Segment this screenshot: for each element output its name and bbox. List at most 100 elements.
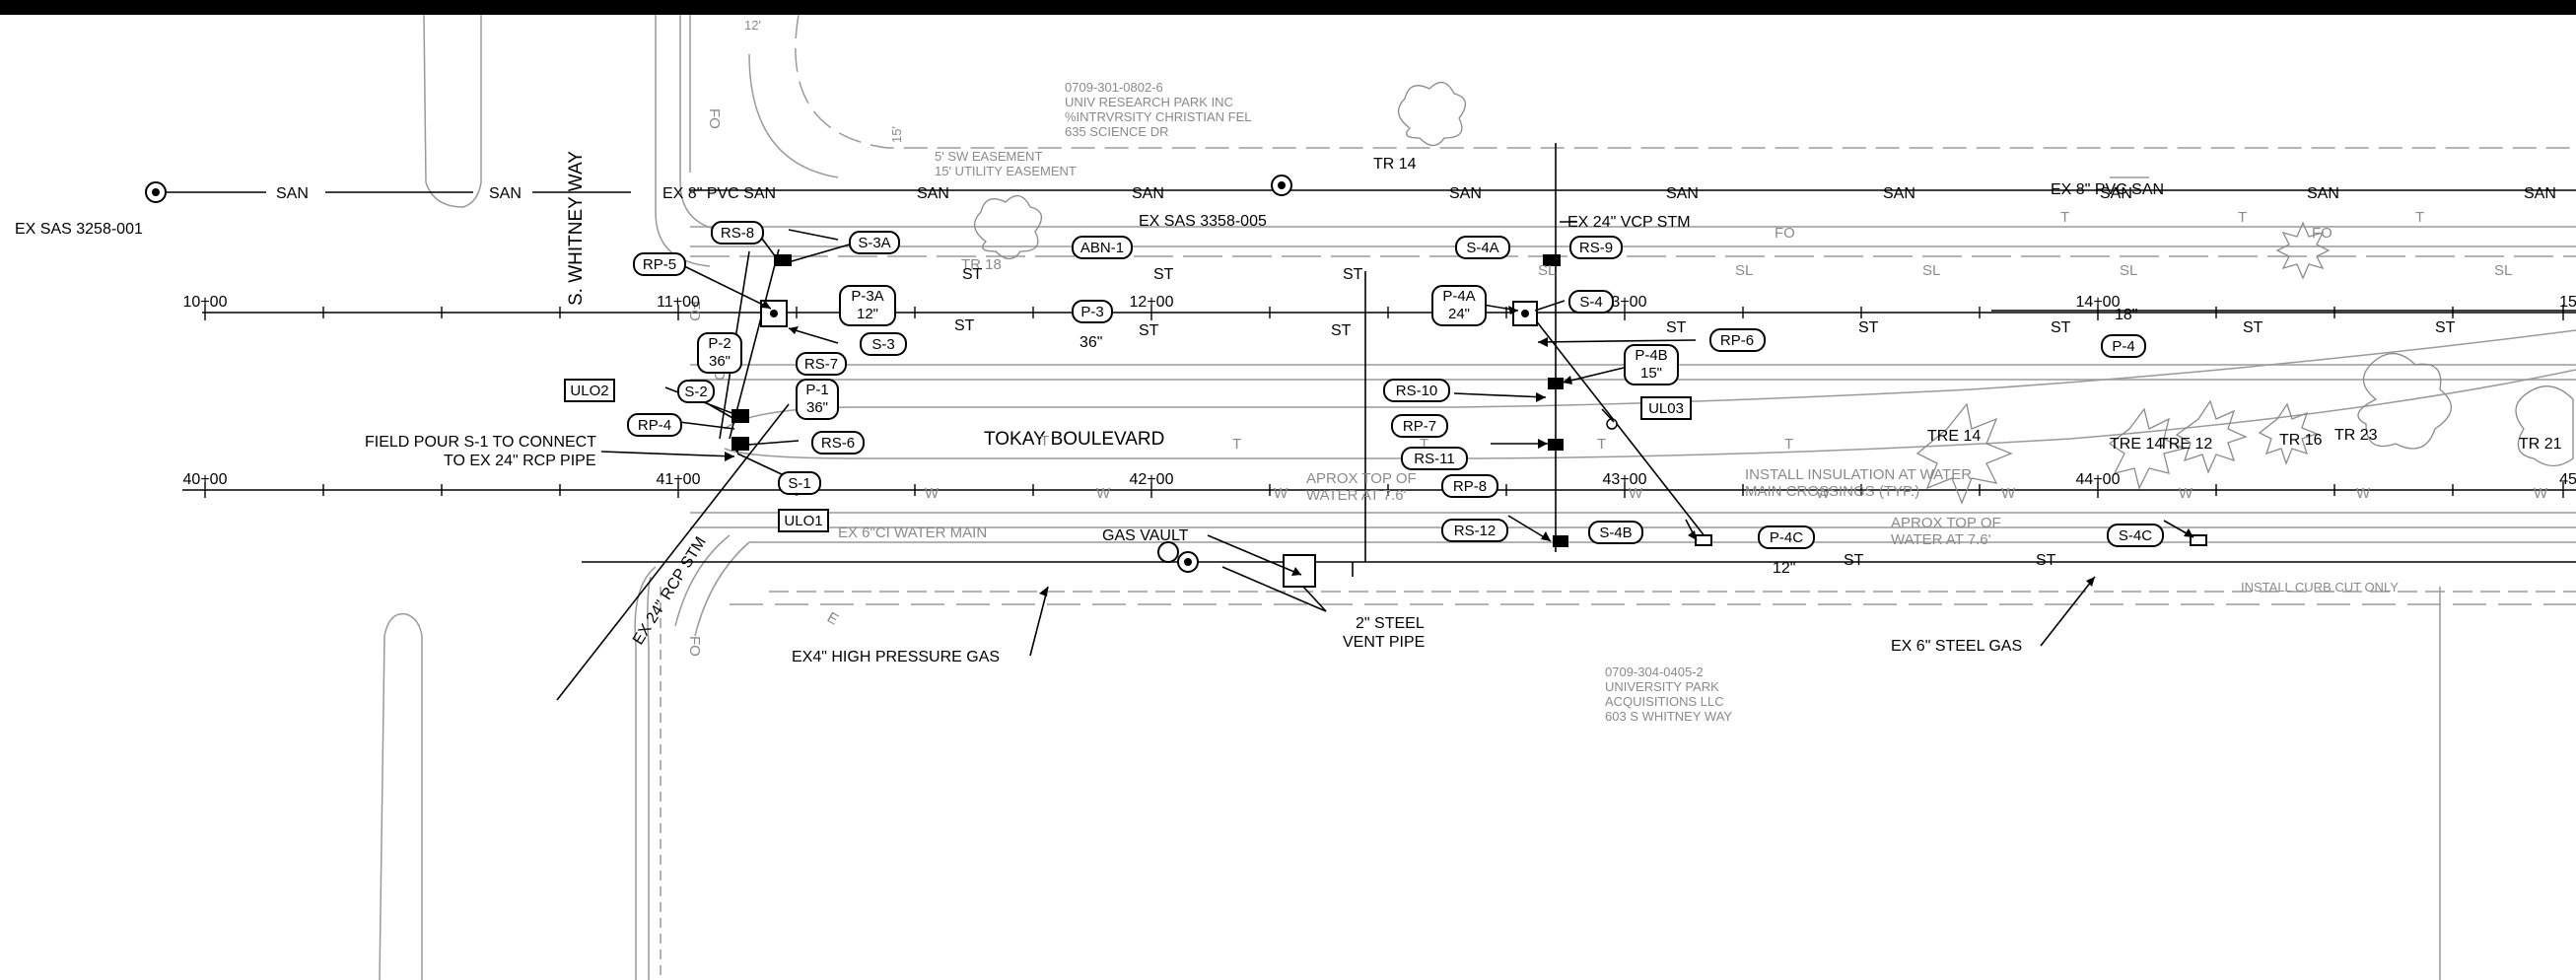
svg-text:RS-9: RS-9 xyxy=(1579,240,1613,256)
svg-text:FO: FO xyxy=(686,636,703,657)
inlet-icon xyxy=(1553,535,1568,547)
svg-text:W: W xyxy=(2179,485,2193,502)
drawing-sheet: { "header": {"dim_12": "12'", "dim_15": … xyxy=(0,15,2576,980)
tag-s-3a: S-3A xyxy=(849,231,900,254)
svg-text:W: W xyxy=(2534,485,2548,502)
inlet-icon xyxy=(731,437,749,451)
station-label: 14+00 xyxy=(2076,294,2121,311)
svg-text:ST: ST xyxy=(2243,319,2263,336)
svg-text:RP-4: RP-4 xyxy=(638,417,671,434)
svg-text:E: E xyxy=(824,609,841,629)
note-water-top-2: WATER AT 7.6' xyxy=(1891,531,1991,548)
svg-text:%INTRVRSITY CHRISTIAN FEL: %INTRVRSITY CHRISTIAN FEL xyxy=(1065,109,1252,124)
svg-text:SAN: SAN xyxy=(917,185,949,202)
svg-text:ST: ST xyxy=(2435,319,2456,336)
svg-text:SL: SL xyxy=(1735,262,1753,279)
dimension-label: 12' xyxy=(744,18,761,33)
svg-text:0709-301-0802-6: 0709-301-0802-6 xyxy=(1065,80,1163,95)
svg-text:FO: FO xyxy=(1775,225,1795,242)
tree-label: TR 16 xyxy=(2279,432,2323,449)
svg-text:W: W xyxy=(1274,485,1288,502)
size-label: 36" xyxy=(1079,334,1102,351)
svg-text:SAN: SAN xyxy=(2307,185,2339,202)
tree-icon xyxy=(2515,385,2574,467)
svg-text:RP-5: RP-5 xyxy=(643,256,676,273)
svg-text:P-3A: P-3A xyxy=(851,288,883,305)
tag-p-4: P-4 xyxy=(2101,334,2146,358)
tree-label: TR 23 xyxy=(2334,427,2378,444)
note-water-main: EX 6"CI WATER MAIN xyxy=(838,525,987,541)
tag-ulo1: ULO1 xyxy=(778,509,829,532)
svg-text:SAN: SAN xyxy=(2100,185,2132,202)
svg-text:RS-11: RS-11 xyxy=(1414,451,1454,467)
tag-abn-1: ABN-1 xyxy=(1072,236,1133,259)
size-label: 18" xyxy=(2115,307,2137,323)
stations-lower: 40+00 41+00 42+00 43+00 44+00 45 xyxy=(183,471,2576,488)
plan-drawing: 0709-301-0802-6 UNIV RESEARCH PARK INC %… xyxy=(15,15,2576,980)
svg-text:T: T xyxy=(1040,433,1049,450)
tag-rs-7: RS-7 xyxy=(796,352,847,376)
svg-text:ST: ST xyxy=(1343,266,1363,283)
tree-label: TR 18 xyxy=(961,256,1002,273)
parcel-south: 0709-304-0405-2 UNIVERSITY PARK ACQUISIT… xyxy=(1605,665,1732,724)
locate-tags: ULO2 UL03 ULO1 xyxy=(564,379,1692,532)
tag-s-4a: S-4A xyxy=(1455,236,1510,259)
svg-text:P-1: P-1 xyxy=(805,382,828,398)
tag-ulo2: ULO2 xyxy=(564,379,615,402)
tree-icon xyxy=(1398,82,1466,147)
svg-text:SAN: SAN xyxy=(2524,185,2556,202)
svg-text:SAN: SAN xyxy=(1132,185,1164,202)
svg-text:T: T xyxy=(2060,209,2069,226)
svg-text:FO: FO xyxy=(686,301,703,321)
note-steel-vent: 2" STEEL xyxy=(1356,615,1425,632)
svg-text:T: T xyxy=(1784,436,1793,453)
note-vcp-stm: EX 24" VCP STM xyxy=(1567,214,1691,231)
svg-text:ST: ST xyxy=(1858,319,1879,336)
note-pvc-san-right: EX 8" PVC SAN xyxy=(2051,181,2164,198)
svg-text:RP-8: RP-8 xyxy=(1453,478,1487,495)
note-ex-sas-left: EX SAS 3258-001 xyxy=(15,221,143,238)
svg-text:W: W xyxy=(925,485,940,502)
note-gas-vault: GAS VAULT xyxy=(1102,527,1189,544)
svg-text:ULO2: ULO2 xyxy=(570,383,608,399)
inlet-icon xyxy=(731,409,749,423)
gas-vault-icon xyxy=(1283,554,1316,588)
tree-icon xyxy=(974,195,1042,260)
note-steel-gas: EX 6" STEEL GAS xyxy=(1891,638,2022,655)
svg-text:W: W xyxy=(1096,485,1111,502)
svg-text:RP-6: RP-6 xyxy=(1720,332,1754,349)
svg-text:S-3: S-3 xyxy=(871,336,894,353)
svg-text:12": 12" xyxy=(857,306,878,322)
svg-text:S-4C: S-4C xyxy=(2119,527,2152,544)
inlet-icon xyxy=(1695,534,1712,546)
svg-text:ST: ST xyxy=(2036,552,2056,569)
tag-s-1: S-1 xyxy=(778,471,821,495)
svg-text:ST: ST xyxy=(1331,322,1352,339)
size-label: 12" xyxy=(1773,560,1795,577)
svg-text:P-4A: P-4A xyxy=(1442,288,1475,305)
station-label: 43+00 xyxy=(1603,471,1647,488)
svg-text:SAN: SAN xyxy=(276,185,309,202)
tag-s-2: S-2 xyxy=(677,380,715,403)
easement-label: 15' UTILITY EASEMENT xyxy=(935,164,1077,178)
storm-manhole-icon xyxy=(1512,301,1538,326)
note-insulation: INSTALL INSULATION AT WATER xyxy=(1745,466,1972,483)
tag-rp-8: RP-8 xyxy=(1441,474,1498,498)
svg-text:S-2: S-2 xyxy=(684,384,707,400)
tree-icon xyxy=(2275,221,2331,280)
svg-text:RP-7: RP-7 xyxy=(1403,418,1436,435)
svg-text:S-4: S-4 xyxy=(1579,294,1602,311)
svg-text:FO: FO xyxy=(706,108,723,129)
note-steel-vent: VENT PIPE xyxy=(1343,634,1425,651)
svg-text:0709-304-0405-2: 0709-304-0405-2 xyxy=(1605,665,1704,679)
stations-upper: 10+00 11+00 12+00 13+00 14+00 15 xyxy=(183,294,2576,311)
svg-text:W: W xyxy=(1629,485,1643,502)
note-curb-cut: INSTALL CURB CUT ONLY xyxy=(2241,580,2399,595)
svg-text:36": 36" xyxy=(806,399,828,416)
svg-text:SL: SL xyxy=(1922,262,1940,279)
svg-text:ST: ST xyxy=(2051,319,2071,336)
note-field-pour: TO EX 24" RCP PIPE xyxy=(444,453,595,469)
structures xyxy=(145,175,2207,588)
